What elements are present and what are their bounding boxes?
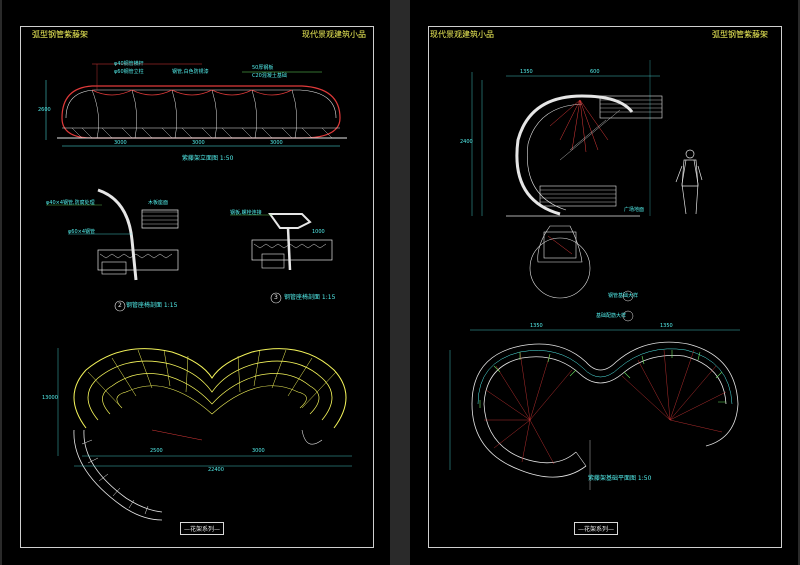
right-drawing-sheet: 现代景观建筑小品 弧型钢管紫藤架 <box>410 0 798 565</box>
arc-note-1: 广场地面 <box>624 207 645 213</box>
section-a-note-3: 木板座面 <box>148 200 169 206</box>
right-sheet-frame <box>428 26 782 548</box>
section-b-dim: 1000 <box>312 229 325 235</box>
left-sheet-footer: —花架系列— <box>180 522 225 535</box>
plan-dim-2: 2500 <box>150 448 163 454</box>
arc-note-3: 基础配筋大样 <box>596 313 627 319</box>
arc-section-drawing <box>471 60 703 322</box>
plan-dim-1: 22400 <box>208 467 224 473</box>
elevation-note-5: C20混凝土基础 <box>252 73 287 79</box>
elevation-note-1: φ40钢管横杆 <box>114 61 144 67</box>
elevation-dim-1: 3000 <box>114 140 127 146</box>
foundation-plan-drawing <box>449 329 740 490</box>
section-b-title: 钢管座椅剖面 1:15 <box>284 294 336 301</box>
left-sheet-title-right: 现代景观建筑小品 <box>302 30 366 39</box>
section-b-note-1: 钢板,螺栓连接 <box>230 210 262 216</box>
right-sheet-footer: —花架系列— <box>574 522 619 535</box>
elevation-note-4: 50厚钢板 <box>252 65 274 71</box>
section-a-title: 钢管座椅剖面 1:15 <box>126 302 178 309</box>
scale-human-figure <box>675 149 703 215</box>
elevation-dim-4: 2600 <box>38 107 51 113</box>
section-b-number: 3 <box>274 294 278 301</box>
section-a-note-2: φ60×4钢管 <box>68 229 96 235</box>
right-sheet-drawing <box>449 60 740 490</box>
right-sheet-title: 现代景观建筑小品 <box>430 30 494 39</box>
arc-dim-3: 600 <box>590 69 600 75</box>
elevation-note-3: 钢管,白色防锈漆 <box>172 69 209 75</box>
right-sheet-title-right: 弧型钢管紫藤架 <box>712 30 768 39</box>
section-a-note-1: φ40×4钢管,防腐处理 <box>46 200 95 206</box>
arc-dim-2: 2400 <box>460 139 473 145</box>
seat-section-a <box>46 188 179 312</box>
foundation-plan-title: 紫藤架基础平面图 1:50 <box>588 475 652 482</box>
section-a-number: 2 <box>118 302 122 309</box>
left-sheet-title: 弧型钢管紫藤架 <box>32 30 88 39</box>
plan-dim-4: 13000 <box>42 395 58 401</box>
left-drawing-sheet: 弧型钢管紫藤架 现代景观建筑小品 <box>2 0 390 565</box>
arc-dim-1: 1350 <box>520 69 533 75</box>
left-sheet-drawing <box>45 63 352 521</box>
elevation-dim-2: 3000 <box>192 140 205 146</box>
plan-dim-3: 3000 <box>252 448 265 454</box>
elevation-drawing <box>45 63 347 147</box>
seat-section-b <box>230 213 333 304</box>
elevation-title: 紫藤架立面图 1:50 <box>182 155 234 162</box>
elevation-note-2: φ60钢管立柱 <box>114 69 144 75</box>
plan-dim-a: 1350 <box>530 323 543 329</box>
left-sheet-frame <box>20 26 374 548</box>
plan-drawing <box>57 348 352 521</box>
elevation-dim-3: 3000 <box>270 140 283 146</box>
arc-note-2: 钢管基础大样 <box>608 293 639 299</box>
plan-dim-b: 1350 <box>660 323 673 329</box>
